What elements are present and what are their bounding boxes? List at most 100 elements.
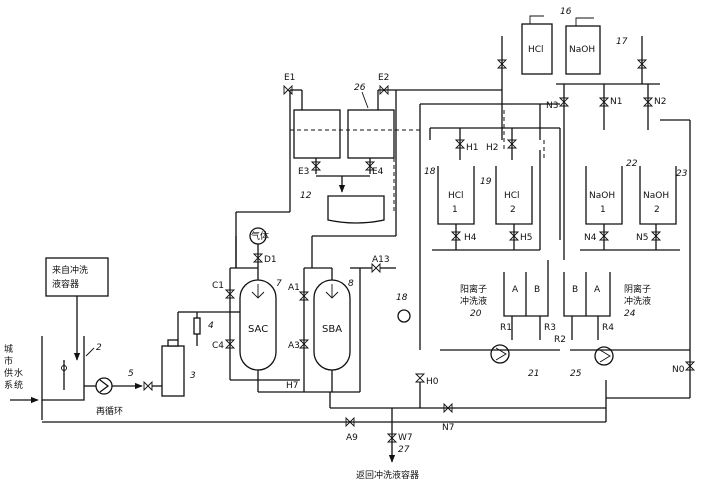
valve-W7: W7 <box>398 433 413 443</box>
cation-rinse-label-2: 冲洗液 <box>460 295 487 307</box>
valve-H0: H0 <box>426 377 439 387</box>
recirc-label: 再循环 <box>96 405 123 417</box>
valve-E4: E4 <box>372 167 384 177</box>
top-feeds: N3 N1 N2 <box>419 36 691 380</box>
valve-R3: R3 <box>544 323 556 333</box>
naoh1-label-a: NaOH <box>589 191 615 201</box>
ref-18: 18 <box>396 293 408 303</box>
city-water-label-1: 城 <box>4 344 13 355</box>
valve-H7: H7 <box>286 381 299 391</box>
valve-N7: N7 <box>442 423 454 433</box>
dashed-links <box>393 110 545 212</box>
valve-A3: A3 <box>288 341 300 351</box>
hcl2-label-b: 2 <box>510 205 516 215</box>
valve-N0: N0 <box>672 365 685 375</box>
naoh-bottle-label: NaOH <box>569 45 595 55</box>
valve-N4: N4 <box>584 233 597 243</box>
rinse-b1: B <box>534 285 540 295</box>
valve-A9: A9 <box>346 433 358 443</box>
return-valves: H0 N0 <box>414 361 696 408</box>
anion-rinse-label-2: 冲洗液 <box>624 295 651 307</box>
ref-23: 23 <box>676 169 688 179</box>
anion-rinse-tank: B A 阴离子 冲洗液 24 R2 R4 25 <box>554 272 690 379</box>
ref-4: 4 <box>208 321 214 331</box>
ref-17: 17 <box>616 37 628 47</box>
valve-C4: C4 <box>212 341 224 351</box>
valve-A13: A13 <box>372 255 390 265</box>
valve-N5: N5 <box>636 233 648 243</box>
rinse-a2: A <box>594 285 601 295</box>
city-water-label-2: 市 <box>4 355 13 367</box>
valve-H2: H2 <box>486 143 499 153</box>
ref-12: 12 <box>300 191 312 201</box>
ref-25: 25 <box>570 369 582 379</box>
air-vent: 气体 D1 <box>235 211 290 268</box>
naoh-tanks: NaOH 1 22 NaOH 2 23 N4 N5 <box>580 159 688 251</box>
city-water-label-4: 水 <box>14 367 23 379</box>
ref-22: 22 <box>626 159 638 169</box>
rinse-b2: B <box>572 285 578 295</box>
from-rinse-label-1: 来自冲洗 <box>52 264 88 276</box>
ref-21: 21 <box>528 369 539 379</box>
tank-26: 26 E3 E4 12 <box>290 83 420 224</box>
valve-a13-group: A13 18 <box>360 255 411 323</box>
buffer-tank-2: 2 <box>41 336 102 401</box>
ref-2: 2 <box>96 343 102 353</box>
naoh2-label-a: NaOH <box>643 191 669 201</box>
air-label: 气体 <box>251 230 269 242</box>
valve-R4: R4 <box>602 323 614 333</box>
hcl2-label-a: HCl <box>504 191 520 201</box>
top-header: E1 E2 <box>283 73 502 236</box>
valve-R1: R1 <box>500 323 512 333</box>
valve-H1: H1 <box>466 143 479 153</box>
valve-R2: R2 <box>554 335 566 345</box>
valve-E1: E1 <box>284 73 295 83</box>
valve-D1: D1 <box>264 255 277 265</box>
filter-3: 3 4 <box>161 311 230 397</box>
return-rinse-label: 返回冲洗液容器 <box>356 469 419 481</box>
hcl-tanks: H1 H2 HCl 1 18 HCl 2 19 H4 H5 <box>424 128 541 251</box>
rinse-a1: A <box>512 285 519 295</box>
chem-bottles: HCl 16 NaOH 17 <box>521 7 628 75</box>
valve-E2: E2 <box>378 73 389 83</box>
valve-N2: N2 <box>654 97 666 107</box>
ref-26: 26 <box>354 83 366 93</box>
ref-19: 19 <box>480 177 492 187</box>
ref-3: 3 <box>190 371 196 381</box>
ref-20: 20 <box>470 309 482 319</box>
naoh1-label-b: 1 <box>600 205 606 215</box>
drain-manifold: W7 27 返回冲洗液容器 N7 <box>329 392 606 481</box>
ref-8: 8 <box>348 279 354 289</box>
valve-N1: N1 <box>610 97 622 107</box>
city-water-label-5: 系 <box>4 380 13 391</box>
city-water-inlet: 城 市 供 水 系 统 <box>4 344 39 404</box>
anion-rinse-label-1: 阴离子 <box>624 283 651 295</box>
recirculation-loop: 再循环 A9 <box>41 380 607 443</box>
ref-27: 27 <box>398 445 410 455</box>
sba-column: SBA 8 A1 A3 <box>288 235 396 393</box>
valve-H4: H4 <box>464 233 477 243</box>
ref-24: 24 <box>624 309 636 319</box>
city-water-label-3: 供 <box>4 367 13 379</box>
sac-column: SAC 7 C1 C4 H7 <box>212 267 300 393</box>
pump-5: 5 <box>84 369 162 395</box>
ref-5: 5 <box>128 369 134 379</box>
valve-A1: A1 <box>288 283 300 293</box>
cation-rinse-label-1: 阳离子 <box>460 283 487 295</box>
rinse-container-box: 来自冲洗 液容器 <box>45 257 109 361</box>
ref-7: 7 <box>276 279 282 289</box>
city-water-label-6: 统 <box>14 379 23 391</box>
valve-N3: N3 <box>546 101 558 111</box>
sac-label: SAC <box>248 324 268 335</box>
cation-rinse-tank: A B 阳离子 冲洗液 20 R1 R3 21 <box>440 260 560 379</box>
ref-16: 16 <box>560 7 572 17</box>
valve-E3: E3 <box>298 167 309 177</box>
valve-H5: H5 <box>520 233 533 243</box>
ref-18b: 18 <box>424 167 436 177</box>
from-rinse-label-2: 液容器 <box>52 278 79 290</box>
naoh2-label-b: 2 <box>654 205 660 215</box>
hcl1-label-a: HCl <box>448 191 464 201</box>
sba-label: SBA <box>322 324 342 335</box>
